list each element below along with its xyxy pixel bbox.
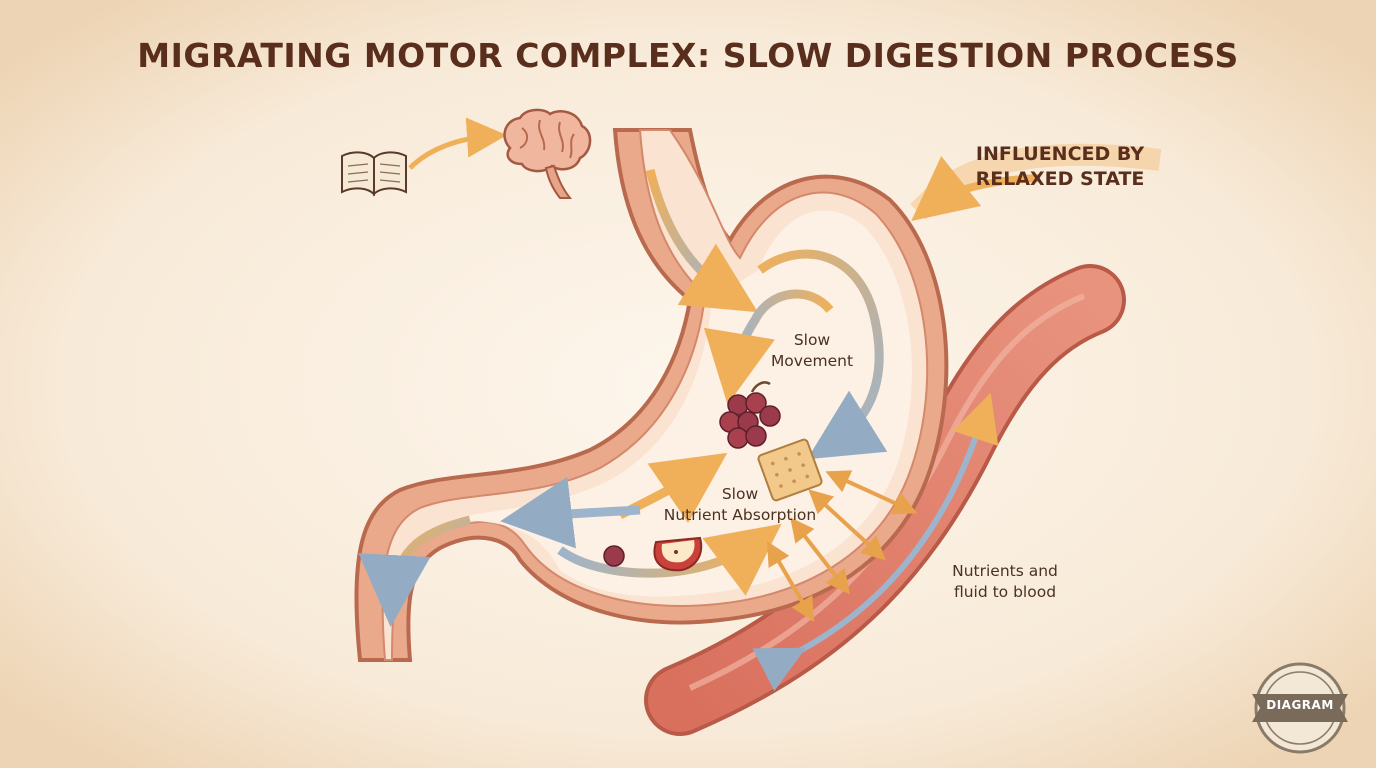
book-to-brain-arrow [408, 117, 507, 170]
callout-arrow [911, 156, 1041, 221]
slow-absorption-label: Slow Nutrient Absorption [630, 484, 850, 526]
influence-callout: INFLUENCED BY RELAXED STATE [960, 142, 1160, 192]
grapes-icon [719, 381, 781, 449]
blood-label: Nutrients and fluid to blood [930, 561, 1080, 603]
berry-icon [603, 545, 625, 567]
vessel-flow-arrow [752, 392, 999, 692]
movement-arrows [358, 168, 888, 627]
slow-movement-label: Slow Movement [752, 330, 872, 372]
book-icon [341, 151, 407, 197]
blood-label-line-2: fluid to blood [953, 583, 1057, 601]
slow-absorption-line-1: Slow [721, 485, 759, 503]
blood-label-line-1: Nutrients and [952, 562, 1058, 580]
page-title: MIGRATING MOTOR COMPLEX: SLOW DIGESTION … [137, 36, 1239, 75]
blood-vessel [644, 264, 1126, 736]
absorption-arrows [766, 470, 918, 622]
callout-line-2: RELAXED STATE [975, 168, 1145, 190]
apple-slice-icon [653, 536, 703, 572]
slow-movement-line-1: Slow [793, 331, 831, 349]
slow-movement-line-2: Movement [770, 352, 854, 370]
callout-line-1: INFLUENCED BY [975, 143, 1145, 165]
diagram-seal [1252, 662, 1348, 754]
brain-icon [503, 108, 592, 199]
seal-center-text: DIAGRAM [1266, 698, 1334, 712]
cracker-icon [757, 438, 823, 502]
slow-absorption-line-2: Nutrient Absorption [663, 506, 817, 524]
